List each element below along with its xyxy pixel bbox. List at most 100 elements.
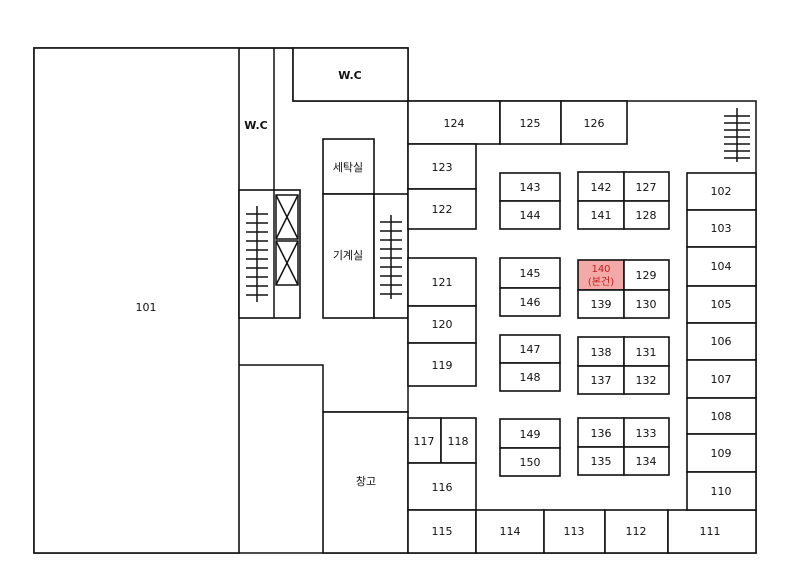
- room-149-label: 149: [520, 428, 541, 441]
- room-126[interactable]: [560, 100, 628, 145]
- room-140-highlighted[interactable]: [577, 259, 625, 291]
- room-122[interactable]: [407, 188, 477, 230]
- room-101-label: 101: [136, 301, 157, 314]
- room-102-label: 102: [711, 185, 732, 198]
- stairs-center-icon: [380, 215, 402, 299]
- room-127[interactable]: [623, 171, 670, 202]
- room-138-label: 138: [591, 346, 612, 359]
- stairs-right-icon: [724, 108, 750, 162]
- room-117-label: 117: [414, 435, 435, 448]
- room-108-label: 108: [711, 410, 732, 423]
- room-110[interactable]: [686, 471, 757, 511]
- room-114-label: 114: [500, 525, 521, 538]
- room-112[interactable]: [604, 509, 669, 554]
- room-116[interactable]: [407, 462, 477, 511]
- room-104[interactable]: [686, 246, 757, 287]
- room-144[interactable]: [499, 200, 561, 230]
- room-105-label: 105: [711, 298, 732, 311]
- room-108[interactable]: [686, 397, 757, 435]
- room-134[interactable]: [623, 446, 670, 476]
- room-135[interactable]: [577, 446, 625, 476]
- elevator-icon: [275, 194, 299, 286]
- room-127-label: 127: [636, 181, 657, 194]
- machine-room-label: 기계실: [333, 249, 363, 262]
- room-124[interactable]: [407, 100, 501, 145]
- room-132[interactable]: [623, 365, 670, 395]
- room-145-label: 145: [520, 267, 541, 280]
- room-150[interactable]: [499, 447, 561, 477]
- room-130[interactable]: [623, 289, 670, 319]
- room-143[interactable]: [499, 172, 561, 202]
- room-109[interactable]: [686, 433, 757, 473]
- machine-room[interactable]: [322, 193, 375, 319]
- room-115-label: 115: [432, 525, 453, 538]
- room-134-label: 134: [636, 455, 657, 468]
- wc-top[interactable]: [292, 47, 409, 102]
- room-116-label: 116: [432, 481, 453, 494]
- room-129[interactable]: [623, 259, 670, 291]
- room-122-label: 122: [432, 203, 453, 216]
- room-131-label: 131: [636, 346, 657, 359]
- room-112-label: 112: [626, 525, 647, 538]
- room-110-label: 110: [711, 485, 732, 498]
- room-147[interactable]: [499, 334, 561, 364]
- wc-top-label: W.C: [338, 69, 362, 82]
- room-130-label: 130: [636, 298, 657, 311]
- room-103-label: 103: [711, 222, 732, 235]
- room-111[interactable]: [667, 509, 757, 554]
- room-109-label: 109: [711, 447, 732, 460]
- room-119-label: 119: [432, 359, 453, 372]
- room-128-label: 128: [636, 209, 657, 222]
- room-140-label: 140: [591, 264, 610, 275]
- room-106-label: 106: [711, 335, 732, 348]
- room-145[interactable]: [499, 257, 561, 289]
- room-123-label: 123: [432, 161, 453, 174]
- room-148-label: 148: [520, 371, 541, 384]
- room-137-label: 137: [591, 374, 612, 387]
- room-120[interactable]: [407, 305, 477, 344]
- room-119[interactable]: [407, 342, 477, 387]
- room-139[interactable]: [577, 289, 625, 319]
- room-141-label: 141: [591, 209, 612, 222]
- room-121[interactable]: [407, 257, 477, 307]
- room-111-label: 111: [700, 525, 721, 538]
- room-104-label: 104: [711, 260, 732, 273]
- room-142-label: 142: [591, 181, 612, 194]
- room-121-label: 121: [432, 276, 453, 289]
- room-140-note: (본건): [588, 276, 614, 288]
- room-144-label: 144: [520, 209, 541, 222]
- room-114[interactable]: [475, 509, 545, 554]
- room-126-label: 126: [584, 117, 605, 130]
- stairs-left-icon: [246, 206, 268, 302]
- room-118[interactable]: [440, 417, 477, 464]
- wc-left-label: W.C: [244, 119, 268, 132]
- room-139-label: 139: [591, 298, 612, 311]
- room-129-label: 129: [636, 269, 657, 282]
- room-132-label: 132: [636, 374, 657, 387]
- room-146[interactable]: [499, 287, 561, 317]
- room-113[interactable]: [543, 509, 606, 554]
- room-120-label: 120: [432, 318, 453, 331]
- room-136-label: 136: [591, 427, 612, 440]
- room-125-label: 125: [520, 117, 541, 130]
- room-148[interactable]: [499, 362, 561, 392]
- room-142[interactable]: [577, 171, 625, 202]
- room-124-label: 124: [444, 117, 465, 130]
- laundry-label: 세탁실: [333, 161, 363, 174]
- room-118-label: 118: [448, 435, 469, 448]
- room-149[interactable]: [499, 418, 561, 449]
- room-147-label: 147: [520, 343, 541, 356]
- storage-label: 창고: [356, 475, 376, 488]
- room-133-label: 133: [636, 427, 657, 440]
- room-128[interactable]: [623, 200, 670, 230]
- room-113-label: 113: [564, 525, 585, 538]
- room-143-label: 143: [520, 181, 541, 194]
- room-146-label: 146: [520, 296, 541, 309]
- room-107-label: 107: [711, 373, 732, 386]
- room-101[interactable]: [33, 47, 240, 554]
- storage-room[interactable]: [322, 411, 409, 554]
- room-123[interactable]: [407, 143, 477, 190]
- room-135-label: 135: [591, 455, 612, 468]
